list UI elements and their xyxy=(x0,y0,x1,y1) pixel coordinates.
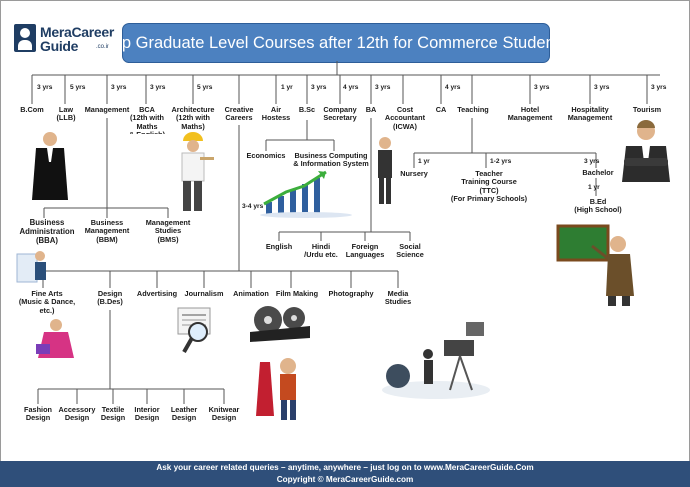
duration-bca: 3 yrs xyxy=(150,84,166,91)
teacher-blackboard-illustration xyxy=(556,224,634,306)
course-teaching: Teaching xyxy=(457,105,489,114)
tourism-person-illustration xyxy=(622,120,670,182)
duration-law: 5 yrs xyxy=(70,84,86,91)
photography-illustration xyxy=(382,322,490,399)
architect-illustration xyxy=(181,132,214,211)
duration-management: 3 yrs xyxy=(111,84,127,91)
course-architecture: Architecture (12th with Maths) xyxy=(171,106,215,131)
duration-bachelor: 3 yrs xyxy=(584,158,600,165)
branch-media-studies: Media Studies xyxy=(384,289,412,307)
logo-text-1: MeraCareer xyxy=(40,24,115,40)
course-bca: BCA (12th with Maths & English) xyxy=(129,106,165,134)
branch-design: Design (B.Des) xyxy=(97,289,123,307)
duration-hospitality-management: 3 yrs xyxy=(594,84,610,91)
course-ca: CA xyxy=(435,105,447,114)
branch-film-making: Film Making xyxy=(275,289,319,298)
course-company-secretary: Company Secretary xyxy=(323,105,357,123)
page-title: Top Graduate Level Courses after 12th fo… xyxy=(104,23,568,63)
branch-business-computing: Business Computing & Information System xyxy=(293,151,369,169)
duration-hotel-management: 3 yrs xyxy=(534,84,550,91)
business-chart-illustration xyxy=(260,170,352,218)
logo-text-2: Guide xyxy=(40,38,79,54)
duration-company-secretary: 4 yrs xyxy=(343,84,359,91)
duration-bsc: 3 yrs xyxy=(311,84,327,91)
course-air-hostess: Air Hostess xyxy=(261,105,291,123)
branch-animation: Animation xyxy=(233,289,269,298)
course-hospitality-management: Hospitality Management xyxy=(567,105,613,123)
logo-person-icon xyxy=(14,24,36,52)
footer-line-2: Copyright © MeraCareerGuide.com xyxy=(276,475,414,484)
branch-accessory-design: Accessory Design xyxy=(58,405,96,423)
branch-photography: Photography xyxy=(328,289,374,298)
branch-bms: Management Studies (BMS) xyxy=(145,218,191,244)
footer-bar: Ask your career related queries – anytim… xyxy=(0,461,690,487)
cost-accountant-illustration xyxy=(378,137,392,204)
branch-journalism: Journalism xyxy=(184,289,224,298)
branch-advertising: Advertising xyxy=(136,289,178,298)
branch-ttc: Teacher Training Course (TTC) (For Prima… xyxy=(450,169,528,204)
bba-illustration xyxy=(16,251,46,283)
branch-knitwear-design: Knitwear Design xyxy=(208,405,240,423)
film-reel-illustration xyxy=(250,306,310,342)
branch-bachelor: Bachelor xyxy=(582,168,614,177)
duration-ba: 3 yrs xyxy=(375,84,391,91)
branch-textile-design: Textile Design xyxy=(100,405,126,423)
duration-ca: 4 yrs xyxy=(445,84,461,91)
fine-arts-illustration xyxy=(36,319,74,358)
course-bcom: B.Com xyxy=(20,105,44,114)
duration-tourism: 3 yrs xyxy=(651,84,667,91)
duration-ba-branches: 3-4 yrs xyxy=(242,203,264,210)
lawyer-illustration xyxy=(32,132,68,200)
branch-fashion-design: Fashion Design xyxy=(24,405,52,423)
branch-bba: Business Administration (BBA) xyxy=(19,218,75,245)
logo-suffix: .co.in xyxy=(96,44,111,50)
logo[interactable]: MeraCareer Guide .co.in xyxy=(14,24,134,54)
course-cost-accountant: Cost Accountant (ICWA) xyxy=(384,105,426,131)
branch-fine-arts: Fine Arts (Music & Dance, etc.) xyxy=(18,289,76,315)
course-hotel-management: Hotel Management xyxy=(507,105,553,123)
course-creative-careers: Creative Careers xyxy=(224,105,254,123)
branch-bed: B.Ed (High School) xyxy=(574,197,622,215)
course-management: Management xyxy=(84,105,130,114)
branch-leather-design: Leather Design xyxy=(170,405,198,423)
duration-bcom: 3 yrs xyxy=(37,84,53,91)
branch-bbm: Business Management (BBM) xyxy=(84,218,130,244)
duration-air-hostess: 1 yr xyxy=(281,84,293,91)
footer-line-1[interactable]: Ask your career related queries – anytim… xyxy=(156,463,534,472)
journalism-newspaper-illustration xyxy=(177,307,211,353)
branch-economics: Economics xyxy=(246,151,286,160)
branch-nursery: Nursery xyxy=(400,169,428,178)
course-tourism: Tourism xyxy=(632,105,662,114)
duration-nursery: 1 yr xyxy=(418,158,430,165)
branch-interior-design: Interior Design xyxy=(134,405,160,423)
course-bsc: B.Sc xyxy=(298,105,316,114)
branch-english: English xyxy=(265,242,293,251)
branch-social-science: Social Science xyxy=(396,242,424,260)
duration-architecture: 5 yrs xyxy=(197,84,213,91)
duration-ttc: 1-2 yrs xyxy=(490,158,512,165)
fashion-designer-illustration xyxy=(256,358,296,420)
branch-hindi: Hindi /Urdu etc. xyxy=(304,242,338,260)
course-ba: BA xyxy=(365,105,377,114)
connector-lines xyxy=(31,61,660,404)
branch-foreign-languages: Foreign Languages xyxy=(345,242,385,260)
duration-bed: 1 yr xyxy=(588,184,600,191)
course-law: Law (LLB) xyxy=(56,105,76,123)
